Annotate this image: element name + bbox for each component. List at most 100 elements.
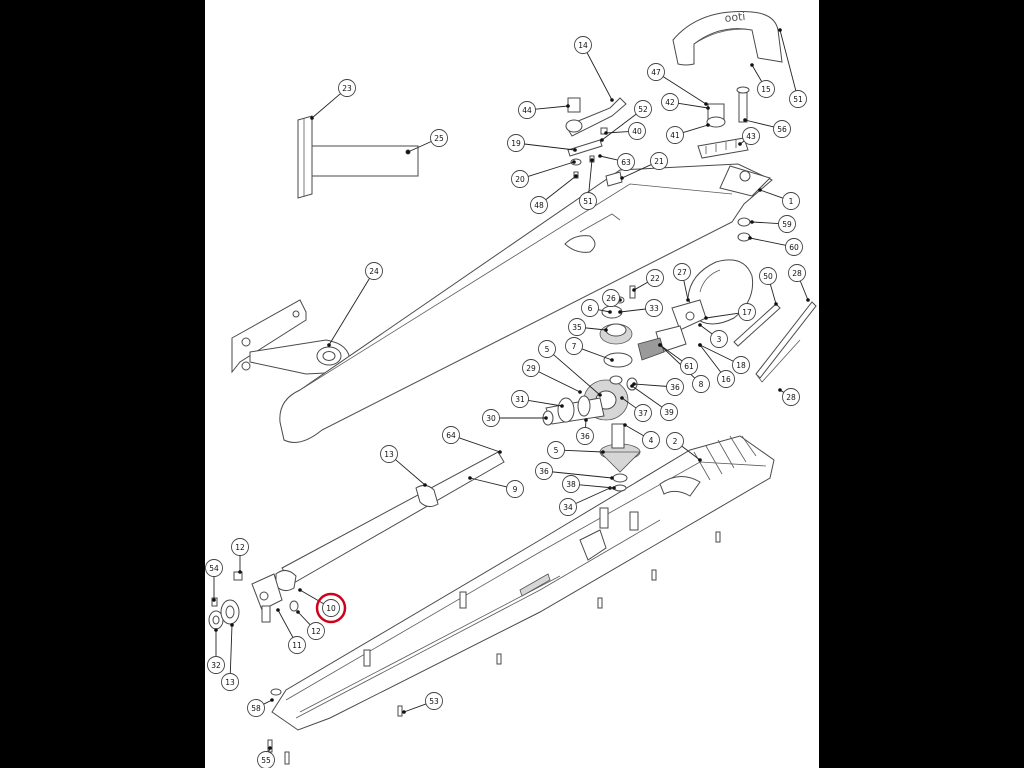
callout-label: 38 [566,480,576,489]
callout-30: 30 [482,409,500,427]
callout-bubble [205,559,223,577]
callout-label: 12 [235,543,245,552]
callout-36: 36 [576,427,594,445]
callout-bubble [650,152,668,170]
leader-line-36 [552,471,613,479]
callout-label: 8 [699,380,704,389]
leader-line-15 [751,64,763,82]
push-rod-part [251,451,505,623]
leader-line-51 [779,29,797,91]
callout-bubble [559,498,577,516]
leader-line-34 [575,487,611,504]
callout-label: 5 [554,446,559,455]
leader-dot-43 [738,142,742,146]
callout-bubble [221,673,239,691]
callout-label: 34 [563,503,573,512]
leader-dot-5 [598,393,602,397]
leader-line-48 [545,175,577,201]
callout-bubble [646,269,664,287]
callout-bubble [581,299,599,317]
leader-dot-52 [600,138,604,142]
callout-label: 39 [664,408,674,417]
leader-dot-60 [748,236,752,240]
leader-line-38 [579,484,615,489]
callout-35: 35 [568,318,586,336]
leader-line-18 [699,344,734,362]
leader-dot-61 [658,343,662,347]
callout-6: 6 [581,299,599,317]
callout-bubble [576,427,594,445]
leader-dot-23 [310,116,314,120]
leader-dot-48 [574,174,578,178]
leader-dot-47 [704,102,708,106]
leader-line-33 [619,308,646,313]
callout-31: 31 [511,390,529,408]
callout-25: 25 [430,129,448,147]
leader-dot-7 [610,358,614,362]
leader-dot-22 [632,288,636,292]
callout-5: 5 [538,340,556,358]
leader-line-44 [535,105,569,110]
callout-bubble [710,330,728,348]
leader-dot-29 [578,390,582,394]
callout-label: 60 [789,243,799,252]
leader-dot-19 [573,148,577,152]
leader-dot-35 [604,328,608,332]
leader-line-22 [633,281,648,291]
leader-dot-56 [743,118,747,122]
callout-43: 43 [742,127,760,145]
leader-line-40 [605,131,629,134]
callout-label: 55 [261,756,271,765]
leader-dot-12 [296,610,300,614]
callout-bubble [231,538,249,556]
callout-50: 50 [759,267,777,285]
callout-bubble [511,170,529,188]
callout-51: 51 [789,90,807,108]
leader-line-61 [659,344,683,362]
callout-17: 17 [738,303,756,321]
callout-label: 22 [650,274,660,283]
callout-42: 42 [661,93,679,111]
callout-label: 15 [761,85,771,94]
leader-line-28 [799,280,809,301]
callout-bubble [628,122,646,140]
leader-dot-14 [610,98,614,102]
callout-bubble [322,599,340,617]
callout-bubble [673,263,691,281]
callout-label: 31 [515,395,525,404]
callout-bubble [518,101,536,119]
callout-label: 58 [251,704,261,713]
callout-bubble [634,404,652,422]
leader-line-5 [564,449,604,453]
callout-22: 22 [646,269,664,287]
callout-bubble [207,656,225,674]
leader-line-59 [751,221,779,224]
leader-line-39 [631,385,663,408]
callout-label: 17 [742,308,752,317]
callout-label: 47 [651,68,661,77]
callout-label: 11 [292,641,302,650]
callout-bubble [535,462,553,480]
leader-line-14 [586,52,613,101]
callout-24: 24 [365,262,383,280]
callout-bubble [692,375,710,393]
leader-line-31 [528,399,563,407]
leader-dot-21 [620,176,624,180]
leader-dot-36 [610,476,614,480]
leader-line-35 [585,327,607,331]
callout-label: 21 [654,157,664,166]
leader-dot-28 [806,298,810,302]
callout-bubble [782,192,800,210]
exploded-parts-diagram: ooti [205,10,817,768]
leader-dot-55 [268,746,272,750]
left-fastener-parts [208,571,243,630]
leader-line-56 [744,119,774,128]
callout-label: 43 [746,132,756,141]
callout-4: 4 [642,431,660,449]
callout-bubble [247,699,265,717]
leader-line-41 [683,124,709,133]
callout-54: 54 [205,559,223,577]
leader-line-16 [699,344,722,373]
callout-label: 6 [588,304,593,313]
callout-label: 13 [384,450,394,459]
